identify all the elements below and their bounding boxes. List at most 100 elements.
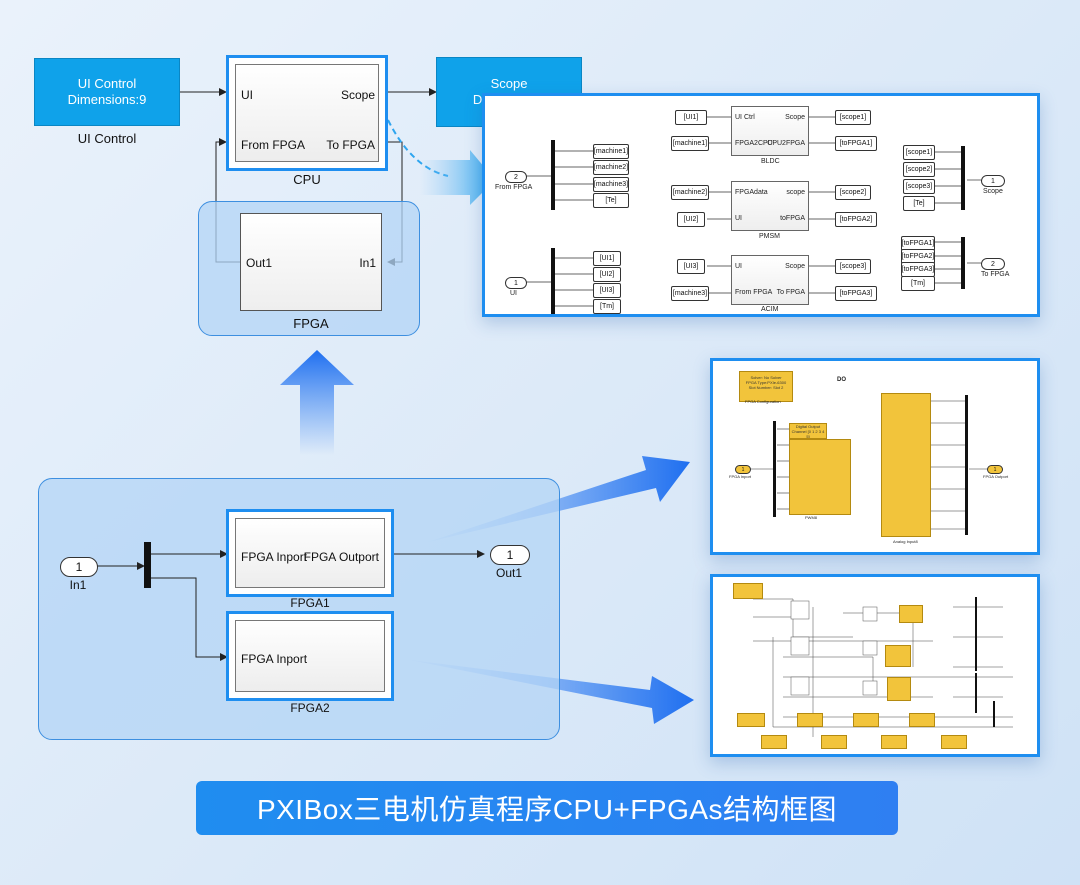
bldc-caption: BLDC [761, 158, 780, 165]
fpga2-caption: FPGA2 [290, 701, 330, 715]
fpga2-yellow-block[interactable] [853, 713, 879, 727]
pmsm-caption: PMSM [759, 233, 780, 240]
acim-out2: To FPGA [776, 289, 805, 296]
out1-port[interactable]: 1 [490, 545, 530, 565]
fpga1-port-out: FPGA Outport [303, 550, 379, 564]
acim-out1: Scope [785, 263, 805, 270]
digital-output-block[interactable]: Digital Output Channel [0 1 2 3 4 5] [789, 423, 827, 439]
fpga1-detail-screenshot: Solver: No Solver FPGA Type:PXIe-6300 Sl… [710, 358, 1040, 555]
fpga2-yellow-block[interactable] [797, 713, 823, 727]
cpu-in-from-fpga-label: From FPGA [495, 184, 533, 191]
cpu-port-to-fpga: To FPGA [326, 138, 375, 152]
out1-label: Out1 [495, 566, 522, 580]
pwm-caption: PWM8 [805, 515, 817, 520]
ui-control-line1: UI Control [77, 76, 137, 91]
pmsm-tag-in2: [UI2] [677, 212, 705, 227]
pwm-block[interactable] [789, 439, 851, 515]
pmsm-tag-out1: [scope2] [835, 185, 871, 200]
fpga-subsystem[interactable]: Out1 In1 [240, 213, 382, 311]
fpga2-yellow-block[interactable] [885, 645, 911, 667]
goto-tag: [Tm] [593, 299, 621, 314]
from-tag: [scope1] [903, 145, 935, 160]
acim-in1: UI [735, 263, 742, 270]
fpga2-yellow-block[interactable] [761, 735, 787, 749]
fpga-port-in1: In1 [359, 256, 376, 270]
fpga-config-block[interactable]: Solver: No Solver FPGA Type:PXIe-6300 Sl… [739, 371, 793, 402]
bldc-out1: Scope [785, 114, 805, 121]
fpga-port-out1: Out1 [246, 256, 273, 270]
fpga2-yellow-block[interactable] [941, 735, 967, 749]
fpga2-yellow-block[interactable] [909, 713, 935, 727]
bldc-tag-out2: [toFPGA1] [835, 136, 877, 151]
bldc-block[interactable]: UI Ctrl FPGA2CPU Scope CPU2FPGA [731, 106, 809, 156]
bldc-tag-out1: [scope1] [835, 110, 871, 125]
cpu-out-tofpga-port: 2 [981, 258, 1005, 270]
from-tag: [scope2] [903, 162, 935, 177]
cpu-out-scope-label: Scope [983, 188, 1003, 195]
bottom-mux-bar [144, 542, 151, 588]
bldc-in2: FPGA2CPU [735, 140, 773, 147]
analog-input-caption: Analog Input8 [893, 539, 918, 544]
right-arrow-fpga2 [410, 660, 694, 724]
analog-input-block[interactable] [881, 393, 931, 537]
fpga2-port-in: FPGA Inport [241, 652, 308, 666]
title-banner: PXIBox三电机仿真程序CPU+FPGAs结构框图 [196, 781, 898, 835]
pmsm-tag-out2: [toFPGA2] [835, 212, 877, 227]
pmsm-out1: scope [786, 189, 805, 196]
bldc-in1: UI Ctrl [735, 114, 755, 121]
fpga2-yellow-block[interactable] [899, 605, 923, 623]
up-arrow [280, 350, 354, 455]
fpga2-subsystem-body [235, 620, 385, 692]
ui-control-line2: Dimensions:9 [67, 92, 147, 107]
cpu-port-from-fpga: From FPGA [241, 138, 306, 152]
cpu-in-ui-label: UI [510, 290, 517, 297]
fpga2-yellow-block[interactable] [821, 735, 847, 749]
bldc-tag-in2: [machine1] [671, 136, 709, 151]
pmsm-tag-in1: [machine2] [671, 185, 709, 200]
goto-tag: [Te] [593, 193, 629, 208]
from-tag: [Te] [903, 196, 935, 211]
in1-port[interactable]: 1 [60, 557, 98, 577]
fpga2-yellow-block[interactable] [887, 677, 911, 701]
cpu-detail-wires [525, 116, 981, 314]
cpu-in-from-fpga-port: 2 [505, 171, 527, 183]
fpga-config-caption: FPGA Configuration [745, 399, 781, 404]
fpga2-subsystem[interactable]: FPGA Inport [226, 611, 394, 701]
fpga-outport-label: FPGA Outport [983, 474, 1009, 479]
cpu-subsystem[interactable]: UI Scope From FPGA To FPGA [226, 55, 388, 171]
acim-tag-in1: [UI3] [677, 259, 705, 274]
fpga-config-line: FPGA Type:PXIe-6300 [745, 380, 787, 385]
cpu-subsystem-body [235, 64, 379, 162]
fpga-inport-port: 1 [735, 465, 751, 474]
fpga2-yellow-block[interactable] [737, 713, 765, 727]
do-label: DO [837, 377, 846, 383]
fpga1-detail-wires [749, 395, 987, 535]
fpga2-yellow-block[interactable] [733, 583, 763, 599]
pmsm-out2: toFPGA [780, 215, 805, 222]
fpga-config-line: Slot Number: Slot 2 [748, 385, 784, 390]
cpu-in-ui-port: 1 [505, 277, 527, 289]
goto-tag: [machine1] [593, 144, 629, 159]
pmsm-block[interactable]: FPGAdata UI scope toFPGA [731, 181, 809, 231]
acim-block[interactable]: UI From FPGA Scope To FPGA [731, 255, 809, 305]
wire-mux-fpga2 [150, 577, 228, 661]
cpu-port-ui: UI [241, 88, 253, 102]
ui-control-block[interactable]: UI Control Dimensions:9 [34, 58, 180, 126]
pmsm-in1: FPGAdata [735, 189, 768, 196]
acim-caption: ACIM [761, 306, 779, 313]
from-tag: [scope3] [903, 179, 935, 194]
fpga1-subsystem[interactable]: FPGA Inport FPGA Outport [226, 509, 394, 597]
goto-tag: [UI3] [593, 283, 621, 298]
goto-tag: [machine2] [593, 160, 629, 175]
bldc-out2: CPU2FPGA [767, 140, 805, 147]
fpga2-yellow-block[interactable] [881, 735, 907, 749]
dashed-zoom-arrow [387, 119, 449, 177]
cpu-out-tofpga-label: To FPGA [981, 271, 1010, 278]
fpga-inport-label: FPGA Inport [729, 474, 752, 479]
acim-tag-out2: [toFPGA3] [835, 286, 877, 301]
bldc-tag-in1: [UI1] [675, 110, 707, 125]
acim-tag-out1: [scope3] [835, 259, 871, 274]
acim-in2: From FPGA [735, 289, 773, 296]
fpga1-port-in: FPGA Inport [241, 550, 308, 564]
